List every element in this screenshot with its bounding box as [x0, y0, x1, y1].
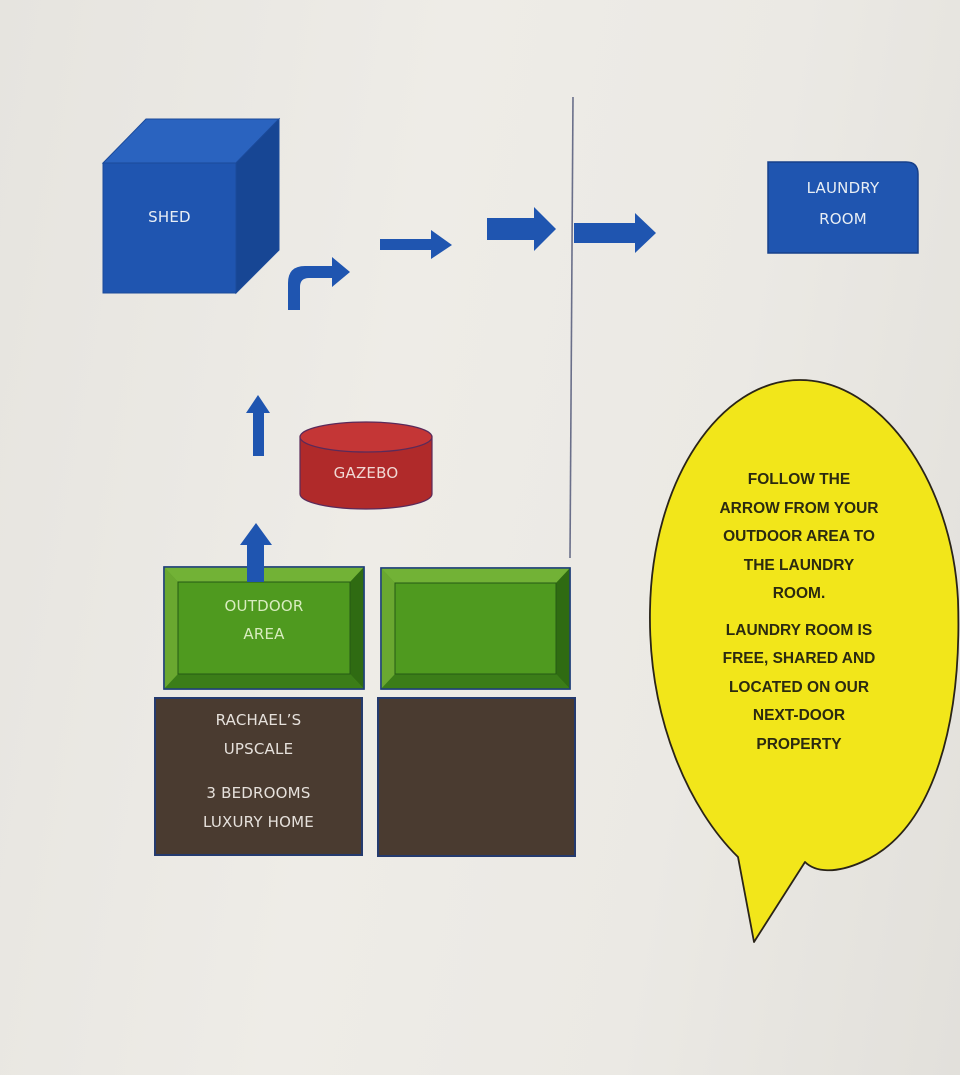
- neighbor-outdoor-area-bevel: [380, 567, 571, 690]
- arrow-right-3-icon: [574, 213, 656, 253]
- bent-arrow-icon: [288, 257, 350, 310]
- home-label: RACHAEL’S UPSCALE 3 BEDROOMS LUXURY HOME: [155, 706, 362, 837]
- callout-line: FOLLOW THE: [747, 471, 851, 488]
- outdoor-area-label: OUTDOOR AREA: [164, 592, 364, 648]
- outdoor-area-bevel: [163, 566, 365, 690]
- arrow-right-2-icon: [487, 207, 556, 251]
- shed-label: SHED: [148, 208, 191, 226]
- callout-paragraph-1: FOLLOW THE ARROW FROM YOUR OUTDOOR AREA …: [688, 466, 910, 609]
- callout-text: FOLLOW THE ARROW FROM YOUR OUTDOOR AREA …: [688, 466, 910, 759]
- callout-line: THE LAUNDRY: [743, 556, 855, 574]
- arrow-up-past-gazebo-icon: [246, 395, 270, 456]
- callout-line: LOCATED ON OUR: [728, 678, 870, 696]
- home-label-line-3: 3 BEDROOMS: [206, 784, 311, 802]
- home-label-line-1: RACHAEL’S: [215, 711, 302, 729]
- callout-line: LAUNDRY ROOM IS: [725, 621, 873, 639]
- arrow-right-1-icon: [380, 230, 452, 259]
- callout-paragraph-2: LAUNDRY ROOM IS FREE, SHARED AND LOCATED…: [688, 617, 910, 760]
- laundry-room-label-line-2: ROOM: [819, 210, 867, 228]
- laundry-room-label-line-1: LAUNDRY: [806, 179, 880, 197]
- gazebo-label: GAZEBO: [333, 464, 399, 482]
- neighbor-home-rectangle: [377, 697, 576, 857]
- arrow-stem: [247, 565, 264, 582]
- laundry-room-shape: [767, 161, 919, 254]
- callout-line: ROOM.: [772, 585, 826, 602]
- property-line: [569, 96, 574, 559]
- outdoor-area-label-line-2: AREA: [243, 625, 285, 643]
- callout-line: PROPERTY: [756, 735, 842, 753]
- home-label-line-2: UPSCALE: [223, 740, 294, 758]
- speech-bubble-shape: [649, 379, 960, 943]
- laundry-room-label: LAUNDRY ROOM: [768, 173, 918, 235]
- home-label-line-4: LUXURY HOME: [203, 813, 314, 831]
- home-rectangle: [154, 697, 363, 856]
- callout-line: NEXT-DOOR: [752, 707, 846, 724]
- outdoor-area-label-line-1: OUTDOOR: [224, 597, 304, 615]
- callout-line: OUTDOOR AREA TO: [723, 528, 875, 545]
- callout-line: ARROW FROM YOUR: [719, 499, 879, 517]
- callout-line: FREE, SHARED AND: [722, 650, 876, 667]
- shed-cube-icon: [101, 117, 281, 295]
- gazebo-cylinder-icon: [299, 421, 433, 510]
